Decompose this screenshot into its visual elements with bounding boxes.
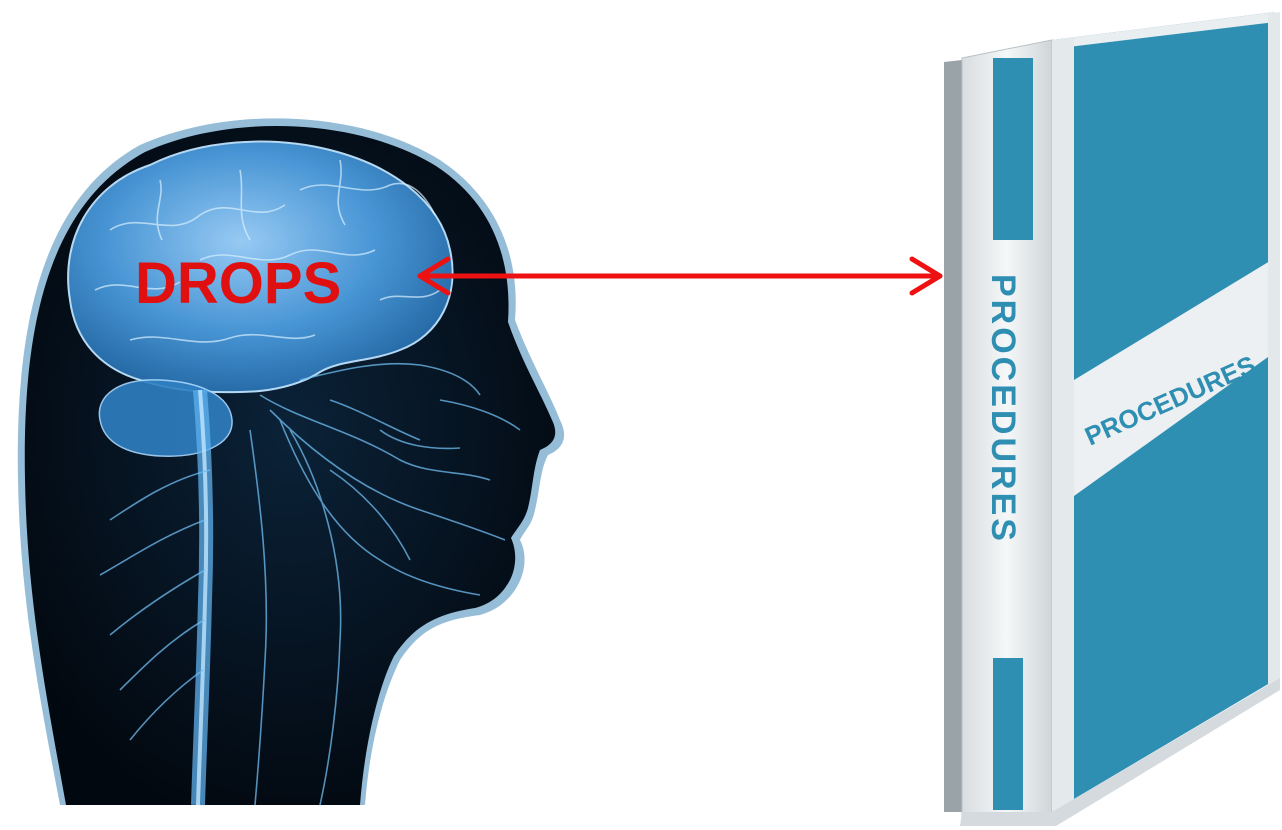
spine-stripe-top bbox=[993, 58, 1033, 240]
binder-cover-right-edge bbox=[1268, 12, 1280, 686]
binder-shadow bbox=[944, 60, 962, 812]
procedures-binder: PROCEDURES PROCEDURES bbox=[944, 12, 1280, 826]
binder-cover-left-edge bbox=[1052, 38, 1074, 812]
spine-label: PROCEDURES bbox=[984, 274, 1022, 544]
brain-label: DROPS bbox=[135, 251, 341, 316]
spine-stripe-bottom bbox=[993, 658, 1023, 810]
head-illustration bbox=[18, 118, 564, 805]
